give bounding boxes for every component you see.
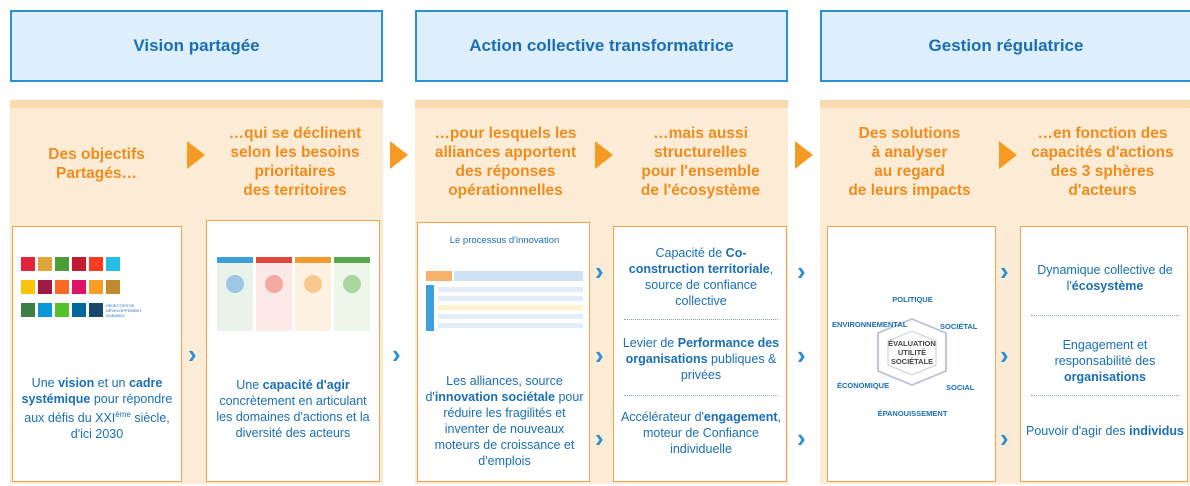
sdg-tile: [55, 303, 69, 317]
arrow-orange-3: [595, 141, 613, 169]
sdg-tile: [89, 303, 103, 317]
card-innovation: Le processus d'innovation Les alliances,…: [417, 222, 590, 482]
card2-text: Une capacité d'agir concrètement en arti…: [216, 378, 370, 440]
card6-item2: Engagement et responsabilité des organis…: [1054, 338, 1156, 384]
col1-title: Des objectifs Partagés…: [48, 146, 145, 182]
divider: [624, 395, 778, 396]
card4-item2: Levier de Performance des organisations …: [622, 336, 780, 382]
col5-title: Des solutions à analyser au regard de le…: [848, 125, 971, 199]
capital-env: [334, 257, 370, 331]
chevron-right-icon: ›: [797, 423, 806, 453]
sdg-tile: [21, 280, 35, 294]
chevron-right-icon: ›: [392, 339, 401, 369]
header-gestion: Gestion régulatrice: [820, 10, 1190, 82]
chevron-right-icon: ›: [1000, 340, 1009, 370]
card-structurelles: Capacité de Co-construction territoriale…: [613, 226, 787, 482]
sdg-tile: [72, 303, 86, 317]
card3-text: Les alliances, source d'innovation socié…: [425, 374, 584, 468]
label-environnemental: ENVIRONNEMENTAL: [832, 320, 908, 329]
sdg-tile: [72, 257, 86, 271]
sdg-logo-tile: OBJECTIFS DE DÉVELOPPEMENT DURABLE: [106, 303, 160, 318]
sdg-tile: [38, 257, 52, 271]
col6-title: …en fonction des capacités d'actions des…: [1031, 125, 1174, 199]
card-evaluation: POLITIQUE ENVIRONNEMENTAL SOCIÉTAL ÉCONO…: [827, 226, 996, 482]
sdg-tile: [106, 257, 120, 271]
card6-item3: Pouvoir d'agir des individus: [1025, 424, 1184, 438]
arrow-orange-2: [390, 141, 408, 169]
process-title: Le processus d'innovation: [449, 235, 560, 246]
capital-eco: [217, 257, 253, 331]
sdg-tile: [89, 257, 103, 271]
label-social: SOCIAL: [946, 383, 975, 392]
card-spheres: Dynamique collective de l'écosystème Eng…: [1020, 226, 1188, 482]
chevron-right-icon: ›: [1000, 423, 1009, 453]
sdg-tile: [55, 257, 69, 271]
label-epanouissement: ÉPANOUISSEMENT: [877, 409, 948, 418]
sdg-tile: [38, 303, 52, 317]
header-gestion-label: Gestion régulatrice: [928, 36, 1084, 55]
col4-title: …mais aussi structurelles pour l'ensembl…: [640, 125, 761, 199]
card-sdg: OBJECTIFS DE DÉVELOPPEMENT DURABLE Une v…: [12, 226, 182, 482]
sdg-tile: [106, 280, 120, 294]
card4-item3: Accélérateur d'engagement, moteur de Con…: [620, 410, 782, 456]
band-gestion-top: [820, 100, 1190, 108]
card-capitals: Une capacité d'agir concrètement en arti…: [206, 220, 380, 482]
band-action-top: [415, 100, 788, 108]
col3-title: …pour lesquels les alliances apportent d…: [434, 125, 577, 199]
sdg-tile: [89, 280, 103, 294]
capital-grid: [217, 257, 371, 331]
capital-social: [295, 257, 331, 331]
header-action: Action collective transformatrice: [415, 10, 788, 82]
capital-humain: [256, 257, 292, 331]
divider: [624, 319, 778, 320]
chevron-right-icon: ›: [797, 256, 806, 286]
sdg-tile: [21, 303, 35, 317]
chevron-right-icon: ›: [595, 423, 604, 453]
sdg-tile: [21, 257, 35, 271]
header-vision: Vision partagée: [10, 10, 383, 82]
arrow-orange-1: [187, 141, 205, 169]
sdg-tile: [38, 280, 52, 294]
card4-item1: Capacité de Co-construction territoriale…: [628, 246, 774, 308]
sdg-grid: OBJECTIFS DE DÉVELOPPEMENT DURABLE: [21, 257, 176, 329]
band-vision-top: [10, 100, 383, 108]
label-politique: POLITIQUE: [892, 295, 933, 304]
chevron-right-icon: ›: [1000, 256, 1009, 286]
card6-item1: Dynamique collective de l'écosystème: [1037, 263, 1173, 293]
label-economique: ÉCONOMIQUE: [837, 381, 890, 390]
arrow-orange-5: [999, 141, 1017, 169]
chevron-right-icon: ›: [188, 339, 197, 369]
card1-text: Une vision et un cadre systémique pour r…: [21, 376, 173, 442]
sdg-tile: [72, 280, 86, 294]
divider: [1031, 315, 1179, 316]
chevron-right-icon: ›: [595, 340, 604, 370]
chevron-right-icon: ›: [797, 340, 806, 370]
process-diagram: [426, 259, 583, 333]
divider: [1031, 395, 1179, 396]
header-vision-label: Vision partagée: [133, 36, 260, 55]
col2-title: …qui se déclinent selon les besoins prio…: [228, 125, 362, 199]
label-societal: SOCIÉTAL: [940, 322, 978, 331]
hexagon-diagram: [877, 317, 947, 387]
chevron-right-icon: ›: [595, 256, 604, 286]
hexagon-center-label: ÉVALUATION UTILITÉ SOCIÉTALE: [888, 339, 936, 366]
header-action-label: Action collective transformatrice: [469, 36, 734, 55]
sdg-tile: [55, 280, 69, 294]
arrow-orange-4: [795, 141, 813, 169]
